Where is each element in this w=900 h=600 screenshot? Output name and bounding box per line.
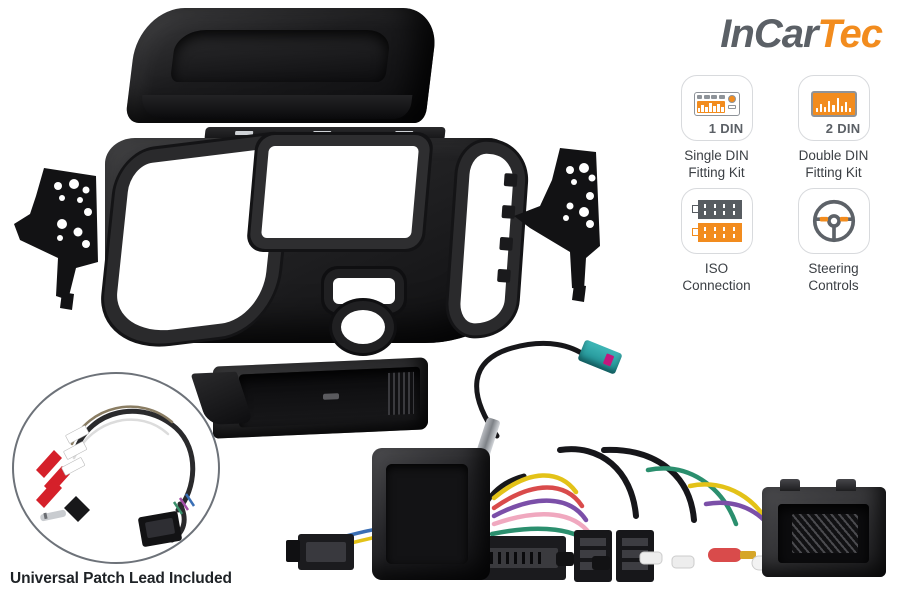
fascia-hazard-switch-cutout <box>333 278 395 304</box>
vehicle-side-connector <box>286 534 354 570</box>
right-mounting-bracket <box>514 148 600 302</box>
dashboard-speaker-vent-block <box>762 479 886 577</box>
iso-connector-icon <box>691 199 742 242</box>
iso-caption-line2: Connection <box>682 277 751 293</box>
steering-caption-line1: Steering <box>808 260 859 276</box>
jack-plug <box>40 496 90 522</box>
feature-double-din: 2 DIN Double DIN Fitting Kit <box>777 75 890 182</box>
brand-logo: InCarTec <box>720 12 883 56</box>
single-din-icon-tile: 1 DIN <box>680 75 753 141</box>
double-din-icon-tile: 2 DIN <box>797 75 870 141</box>
patch-lead-inset-circle <box>12 372 220 564</box>
iso-caption: ISO Connection <box>682 261 750 295</box>
single-din-badge: 1 DIN <box>708 121 744 136</box>
iso-connector-pair <box>574 530 654 582</box>
steering-icon-tile <box>797 187 870 254</box>
brand-name-primary: InCar <box>720 12 818 56</box>
double-din-fascia-panel <box>105 138 518 344</box>
single-din-caption-line2: Fitting Kit <box>688 164 745 180</box>
double-din-caption: Double DIN Fitting Kit <box>799 148 869 182</box>
left-mounting-bracket <box>14 168 98 310</box>
iso-caption-line1: ISO <box>704 260 729 276</box>
steering-caption: Steering Controls <box>808 261 858 295</box>
single-din-caption: Single DIN Fitting Kit <box>684 148 749 182</box>
fascia-double-din-aperture <box>260 146 420 238</box>
single-din-storage-pocket <box>190 357 428 439</box>
iso-icon-tile <box>680 187 753 254</box>
fakra-antenna-connector <box>577 339 623 375</box>
feature-iso-connection: ISO Connection <box>660 187 773 295</box>
feature-icon-grid: 1 DIN Single DIN Fitting Kit 2 DIN Doubl… <box>660 75 890 295</box>
brand-name-accent: Tec <box>817 12 883 56</box>
single-din-radio-icon <box>693 92 740 116</box>
steering-control-interface-module <box>372 448 490 580</box>
pocket-grill <box>388 371 414 416</box>
dashboard-upper-trim-panel <box>124 8 440 123</box>
single-din-caption-line1: Single DIN <box>684 148 749 163</box>
steering-caption-line2: Controls <box>808 277 859 293</box>
double-din-caption-line1: Double DIN <box>798 148 869 163</box>
feature-single-din: 1 DIN Single DIN Fitting Kit <box>660 75 773 182</box>
double-din-radio-icon <box>810 91 857 117</box>
inset-caption: Universal Patch Lead Included <box>10 570 232 587</box>
steering-wheel-icon <box>812 199 855 242</box>
double-din-badge: 2 DIN <box>825 121 861 136</box>
double-din-caption-line2: Fitting Kit <box>805 164 862 180</box>
pocket-slot <box>323 393 339 400</box>
multiway-plug <box>138 511 182 547</box>
feature-steering-controls: Steering Controls <box>777 187 890 295</box>
fascia-control-knob-cutout <box>341 310 385 344</box>
speaker-mesh <box>792 514 858 553</box>
patch-lead-illustration <box>36 405 196 547</box>
